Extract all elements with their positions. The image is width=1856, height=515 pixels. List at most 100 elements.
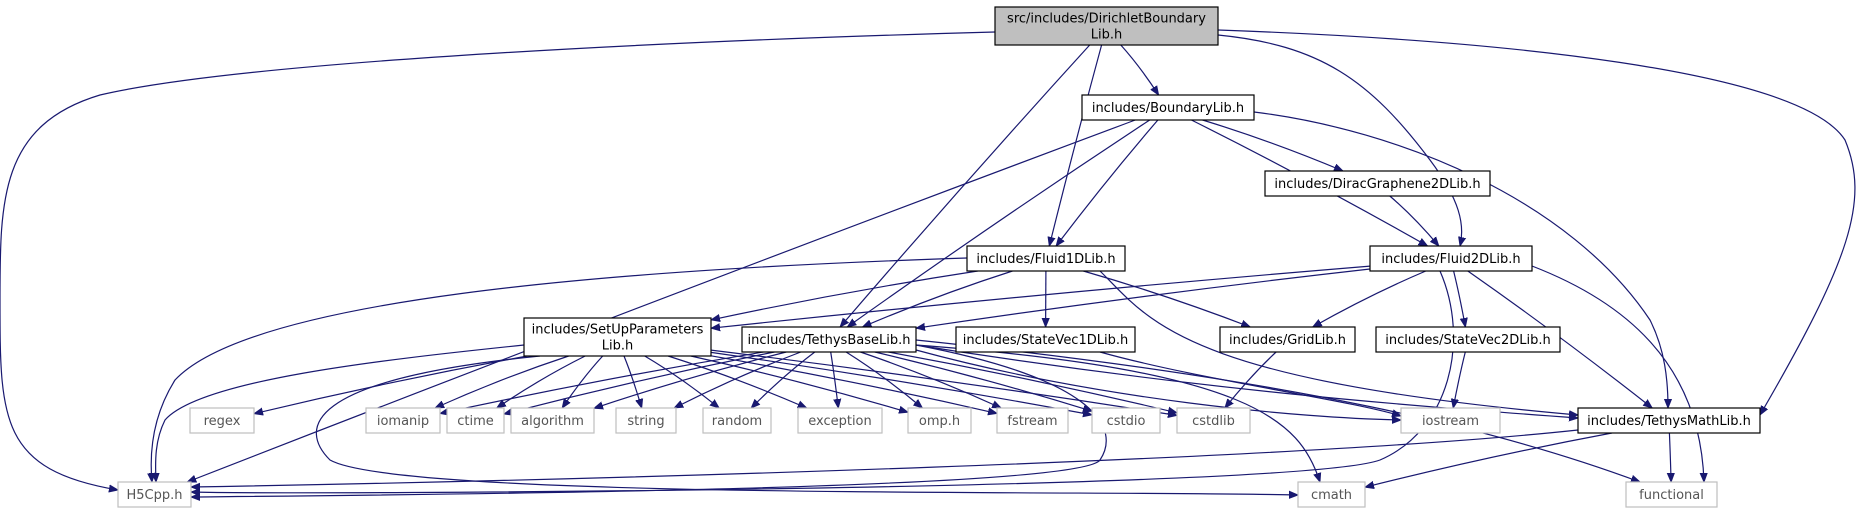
edge-dirac-to-fluid2d	[1389, 195, 1439, 246]
node-label-fluid2d: includes/Fluid2DLib.h	[1381, 252, 1520, 267]
edge-tethysbase-to-random	[751, 351, 816, 408]
edge-setup-to-cmath	[315, 355, 1298, 495]
node-box-omph	[907, 407, 972, 434]
edge-boundary-to-tethysbase	[847, 119, 1151, 327]
edge-tethysbase-to-fstream	[860, 351, 1001, 409]
edge-setup-to-random	[644, 355, 719, 408]
node-box-fluid2d	[1369, 245, 1533, 272]
edge-dirichlet-to-tethysbase	[840, 44, 1091, 327]
node-label-statevec2d: includes/StateVec2DLib.h	[1385, 333, 1550, 348]
node-label-cmath: cmath	[1311, 488, 1352, 503]
node-string: string	[615, 407, 677, 434]
edge-tethysbase-to-functional	[915, 339, 1640, 482]
node-dirac[interactable]: includes/DiracGraphene2DLib.h	[1264, 170, 1491, 197]
edge-fluid2d-to-functional	[1531, 265, 1704, 482]
edge-fluid2d-to-gridlib	[1313, 270, 1427, 327]
node-label-algorithm: algorithm	[521, 414, 584, 429]
node-box-statevec1d	[955, 326, 1136, 353]
node-box-iostream	[1400, 407, 1501, 434]
edge-setup-to-iomanip	[435, 355, 569, 409]
edge-setup-to-cstdlib	[710, 349, 1177, 415]
node-label-ctime: ctime	[457, 414, 494, 429]
node-statevec2d[interactable]: includes/StateVec2DLib.h	[1375, 326, 1561, 353]
edge-tethysbase-to-h5cpp	[191, 344, 1107, 497]
edge-tethysbase-to-tethysmath	[915, 344, 1578, 418]
node-label-fstream: fstream	[1007, 414, 1057, 429]
node-box-fluid1d	[966, 245, 1126, 272]
edge-tethysbase-to-omph	[845, 351, 922, 408]
edge-dirichlet-to-fluid2d	[1217, 34, 1462, 246]
node-tethysmath[interactable]: includes/TethysMathLib.h	[1577, 407, 1761, 434]
node-box-dirichlet	[994, 6, 1219, 46]
edge-setup-to-regex	[254, 355, 528, 414]
edge-tethysbase-to-exception	[830, 351, 839, 408]
edge-tethysmath-to-functional	[1669, 432, 1671, 482]
edge-fluid2d-to-statevec2d	[1453, 270, 1466, 327]
node-statevec1d[interactable]: includes/StateVec1DLib.h	[955, 326, 1136, 353]
edge-fluid1d-to-h5cpp	[151, 257, 968, 482]
edge-boundary-to-dirac	[1202, 119, 1344, 172]
edge-tethysbase-to-string	[674, 351, 802, 408]
node-label-random: random	[712, 414, 762, 429]
node-label-iomanip: iomanip	[377, 414, 429, 429]
node-exception: exception	[797, 407, 883, 434]
edge-statevec2d-to-iostream	[1453, 351, 1466, 408]
node-cstdio: cstdio	[1091, 407, 1161, 434]
edge-boundary-to-h5cpp	[187, 119, 1136, 483]
node-boundary[interactable]: includes/BoundaryLib.h	[1081, 94, 1255, 121]
edge-statevec1d-to-iostream	[1099, 351, 1401, 416]
node-label-dirichlet-1: src/includes/DirichletBoundary	[1007, 12, 1206, 27]
node-label-cstdio: cstdio	[1107, 414, 1146, 429]
node-box-setup	[523, 317, 712, 357]
node-label-fluid1d: includes/Fluid1DLib.h	[976, 252, 1115, 267]
node-box-cmath	[1297, 481, 1366, 508]
edge-tethysbase-to-cstdlib	[888, 351, 1177, 413]
node-tethysbase[interactable]: includes/TethysBaseLib.h	[741, 326, 917, 353]
node-box-exception	[797, 407, 883, 434]
node-gridlib[interactable]: includes/GridLib.h	[1219, 326, 1356, 353]
node-cstdlib: cstdlib	[1176, 407, 1251, 434]
edge-tethysbase-to-cstdio	[874, 351, 1092, 411]
edge-tethysmath-to-h5cpp	[191, 429, 1579, 487]
node-box-boundary	[1081, 94, 1255, 121]
node-label-boundary: includes/BoundaryLib.h	[1092, 101, 1244, 116]
edges-layer	[0, 29, 1856, 497]
node-fluid1d[interactable]: includes/Fluid1DLib.h	[966, 245, 1126, 272]
node-label-statevec1d: includes/StateVec1DLib.h	[963, 333, 1128, 348]
node-box-cstdlib	[1176, 407, 1251, 434]
node-label-h5cpp: H5Cpp.h	[127, 488, 183, 503]
edge-fluid1d-to-gridlib	[1083, 270, 1250, 327]
node-iomanip: iomanip	[365, 407, 441, 434]
edge-gridlib-to-cstdlib	[1225, 351, 1277, 408]
node-fluid2d[interactable]: includes/Fluid2DLib.h	[1369, 245, 1533, 272]
node-box-random	[702, 407, 772, 434]
edge-dirichlet-to-boundary	[1120, 44, 1159, 95]
node-label-cstdlib: cstdlib	[1192, 414, 1235, 429]
node-fstream: fstream	[996, 407, 1069, 434]
edge-dirichlet-to-h5cpp	[0, 31, 996, 490]
edge-tethysmath-to-cmath	[1365, 432, 1613, 487]
node-h5cpp: H5Cpp.h	[117, 481, 192, 508]
edge-setup-to-cstdio	[710, 351, 1092, 415]
node-box-gridlib	[1219, 326, 1356, 353]
edge-setup-to-exception	[667, 355, 807, 409]
edge-tethysbase-to-iostream	[915, 349, 1401, 420]
node-label-functional: functional	[1639, 488, 1704, 503]
edge-setup-to-ctime	[497, 355, 586, 408]
edge-fluid2d-to-h5cpp	[191, 270, 1455, 493]
node-box-tethysmath	[1577, 407, 1761, 434]
edge-dirichlet-to-tethysmath	[1217, 29, 1856, 415]
edge-boundary-to-tethysmath	[1253, 111, 1668, 408]
node-box-h5cpp	[117, 481, 192, 508]
edge-fluid1d-to-tethysmath	[1099, 270, 1578, 415]
node-label-dirichlet-2: Lib.h	[1091, 28, 1122, 43]
node-box-iomanip	[365, 407, 441, 434]
node-random: random	[702, 407, 772, 434]
edge-tethysbase-to-iomanip	[440, 351, 764, 414]
edge-boundary-to-fluid1d	[1056, 119, 1159, 246]
node-label-tethysbase: includes/TethysBaseLib.h	[748, 333, 911, 348]
edge-tethysbase-to-algorithm	[594, 351, 787, 408]
